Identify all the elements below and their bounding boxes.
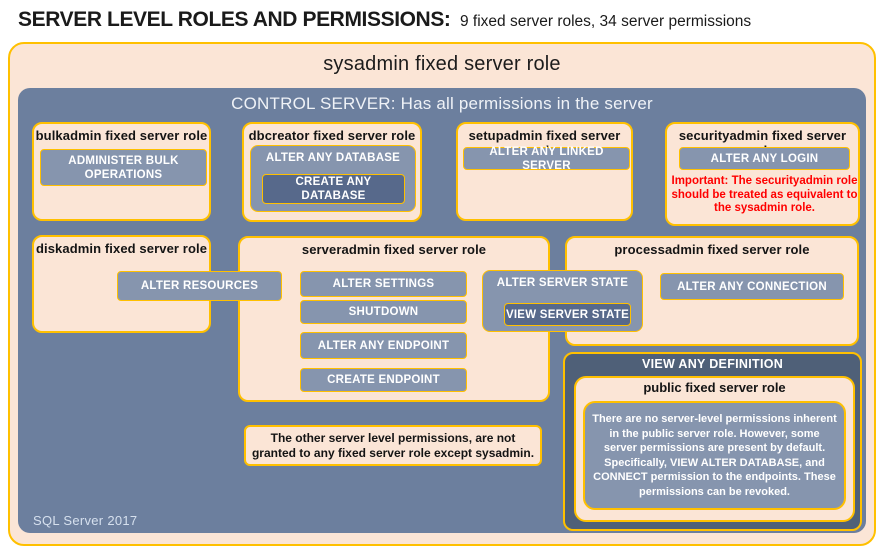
page-title: SERVER LEVEL ROLES AND PERMISSIONS: 9 fi… [18,8,751,32]
permission-alter-resources: ALTER RESOURCES [117,271,282,301]
setupadmin-role-box: setupadmin fixed server role ALTER ANY L… [456,122,633,221]
other-permissions-note: The other server level permissions, are … [244,425,542,466]
page-title-main: SERVER LEVEL ROLES AND PERMISSIONS: [18,8,451,31]
bulkadmin-role-box: bulkadmin fixed server role ADMINISTER B… [32,122,211,221]
permission-alter-any-linked-server: ALTER ANY LINKED SERVER [463,146,630,172]
public-role-description: There are no server-level permissions in… [583,401,846,510]
sql-server-version-label: SQL Server 2017 [33,513,138,528]
permission-alter-any-endpoint: ALTER ANY ENDPOINT [300,332,467,359]
permission-alter-server-state-label: ALTER SERVER STATE [496,277,629,289]
permission-alter-any-database: ALTER ANY DATABASE CREATE ANY DATABASE [250,145,416,212]
page-title-subtitle: 9 fixed server roles, 34 server permissi… [459,13,752,30]
permission-administer-bulk-operations: ADMINISTER BULK OPERATIONS [40,149,207,186]
diskadmin-role-title: diskadmin fixed server role [35,241,208,256]
serveradmin-role-box: serveradmin fixed server role ALTER SETT… [238,236,550,402]
permission-alter-any-database-label: ALTER ANY DATABASE [265,152,401,164]
sysadmin-role-label: sysadmin fixed server role [323,53,561,75]
permission-view-any-definition-label: VIEW ANY DEFINITION [641,357,784,371]
permission-alter-settings: ALTER SETTINGS [300,271,467,297]
permission-view-server-state: VIEW SERVER STATE [504,303,631,326]
permission-create-endpoint: CREATE ENDPOINT [300,368,467,392]
permission-create-any-database: CREATE ANY DATABASE [262,174,405,204]
bulkadmin-role-title: bulkadmin fixed server role [35,128,208,143]
public-role-title: public fixed server role [643,380,786,395]
dbcreator-role-box: dbcreator fixed server role ALTER ANY DA… [242,122,422,222]
securityadmin-role-box: securityadmin fixed server role ALTER AN… [665,122,860,226]
securityadmin-warning-text: Important: The securityadmin role should… [671,175,858,214]
permission-shutdown: SHUTDOWN [300,300,467,324]
permission-view-any-definition: VIEW ANY DEFINITION public fixed server … [563,352,862,531]
processadmin-role-title: processadmin fixed server role [614,242,810,257]
dbcreator-role-title: dbcreator fixed server role [248,128,416,143]
permission-alter-server-state: ALTER SERVER STATE VIEW SERVER STATE [482,270,643,332]
public-role-box: public fixed server role There are no se… [574,376,855,522]
permission-alter-any-connection: ALTER ANY CONNECTION [660,273,844,300]
permission-alter-any-login: ALTER ANY LOGIN [679,147,850,170]
control-server-label: CONTROL SERVER: Has all permissions in t… [231,94,653,113]
serveradmin-role-title: serveradmin fixed server role [301,242,487,257]
